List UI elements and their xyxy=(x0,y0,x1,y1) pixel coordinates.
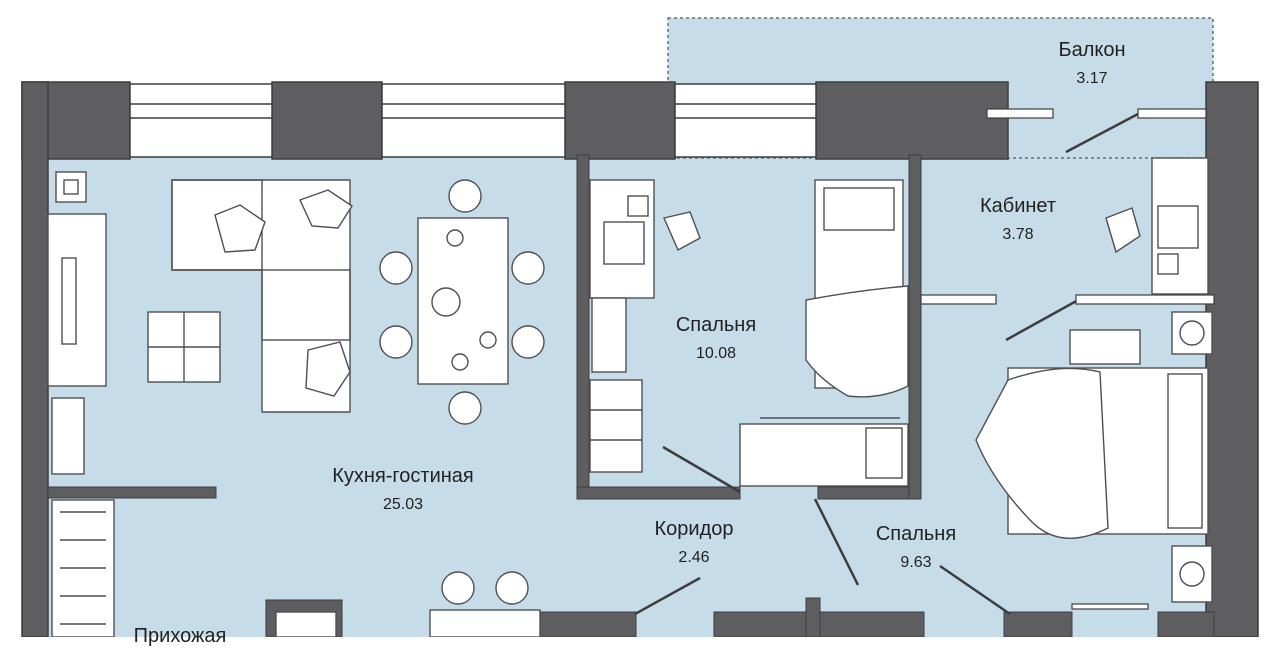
room-area: 10.08 xyxy=(695,345,737,362)
chair xyxy=(448,179,482,213)
chair xyxy=(441,571,475,605)
room-area: 9.63 xyxy=(900,554,932,571)
room-label-hallway: Прихожая xyxy=(134,624,227,648)
room-name: Балкон xyxy=(1058,39,1126,61)
room-label-bedroom-1: Спальня 10.08 xyxy=(676,313,756,365)
blanket xyxy=(975,367,1109,539)
kitchen-counter xyxy=(429,609,541,637)
furniture xyxy=(47,157,1213,637)
room-label-balcony: Балкон 3.17 xyxy=(1058,38,1125,90)
tv-cabinet xyxy=(47,213,107,387)
chair xyxy=(511,325,545,359)
room-area: 3.17 xyxy=(1076,70,1108,87)
glass-partitions xyxy=(920,108,1215,610)
cushion xyxy=(214,204,266,253)
blanket xyxy=(805,285,909,398)
room-area: 3.78 xyxy=(1002,226,1034,243)
chair xyxy=(448,391,482,425)
chair xyxy=(511,251,545,285)
room-area: 25.03 xyxy=(382,496,424,513)
room-name: Спальня xyxy=(675,314,757,336)
room-name: Кабинет xyxy=(979,195,1057,217)
shelving xyxy=(589,379,643,473)
office-chair xyxy=(1105,207,1141,254)
room-label-bedroom-2: Спальня 9.63 xyxy=(876,522,956,574)
chair xyxy=(379,325,413,359)
room-area: 2.46 xyxy=(678,549,710,566)
rug xyxy=(1069,329,1141,365)
interior-walls xyxy=(47,154,1215,637)
room-label-corridor: Коридор 2.46 xyxy=(655,517,734,569)
bookshelf xyxy=(591,297,627,373)
room-name: Спальня xyxy=(875,523,957,545)
room-name: Коридор xyxy=(654,518,734,540)
room-name: Прихожая xyxy=(133,625,227,647)
cushion xyxy=(305,341,351,397)
chair xyxy=(495,571,529,605)
office-chair xyxy=(663,211,701,251)
door-swings xyxy=(634,112,1139,616)
room-label-kitchen-living: Кухня-гостиная 25.03 xyxy=(332,464,474,516)
windows xyxy=(129,83,817,158)
chair xyxy=(379,251,413,285)
bookshelf xyxy=(51,397,85,475)
room-label-study: Кабинет 3.78 xyxy=(980,194,1056,246)
room-name: Кухня-гостиная xyxy=(332,465,474,487)
cushion xyxy=(299,189,353,229)
